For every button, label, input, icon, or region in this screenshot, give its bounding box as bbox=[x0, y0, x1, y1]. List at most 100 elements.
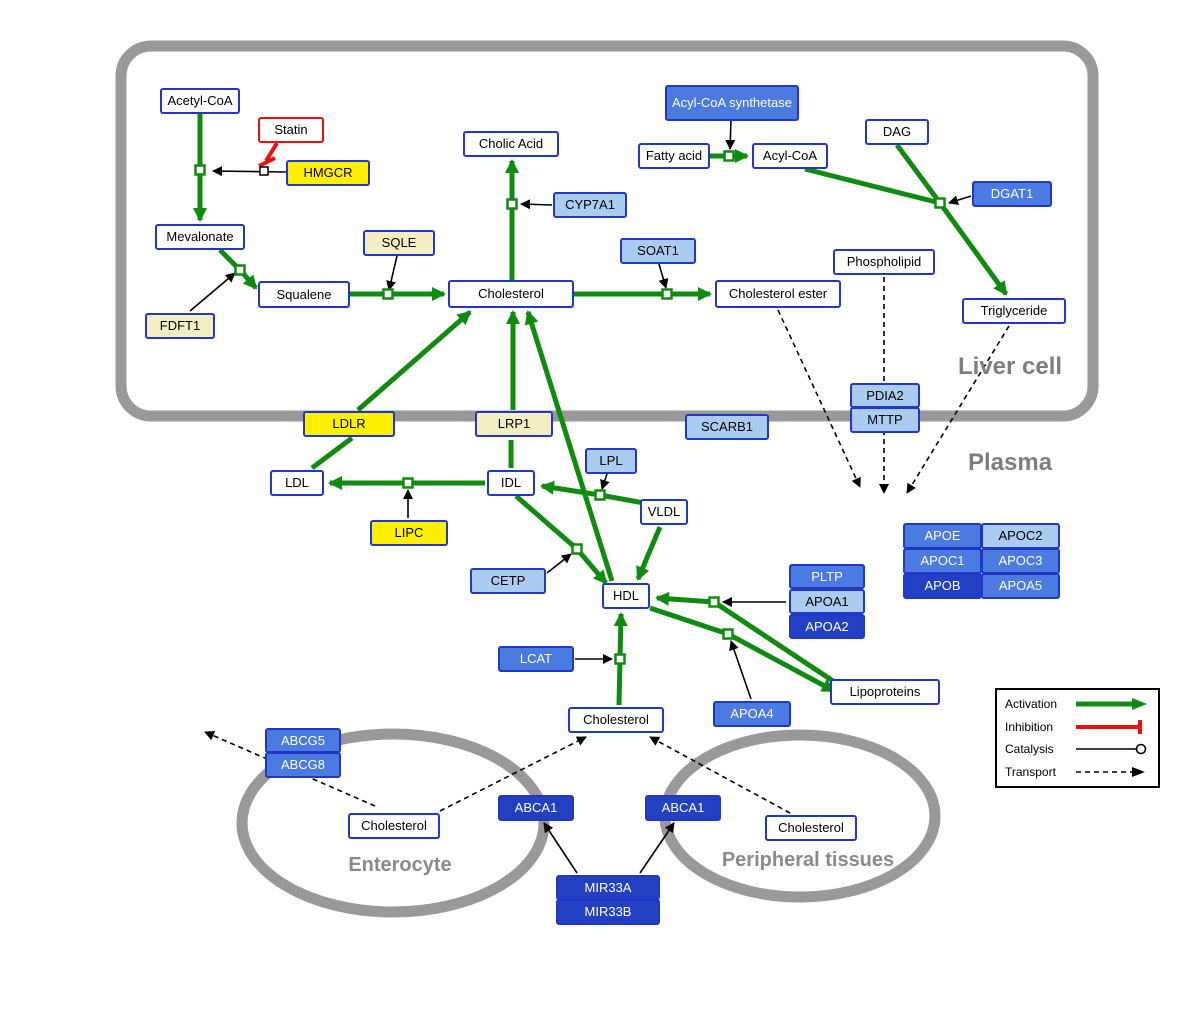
node-apoc1[interactable]: APOC1 bbox=[903, 548, 982, 574]
node-ldlr[interactable]: LDLR bbox=[303, 411, 395, 437]
edge-cholesterolester-secretion bbox=[777, 309, 861, 488]
node-apoc2[interactable]: APOC2 bbox=[981, 523, 1060, 549]
node-mir33b[interactable]: MIR33B bbox=[556, 899, 660, 925]
activation-arrow-icon bbox=[1076, 698, 1147, 711]
node-pltp[interactable]: PLTP bbox=[789, 564, 865, 589]
reaction-nodes bbox=[194, 150, 946, 665]
node-dgat1[interactable]: DGAT1 bbox=[972, 181, 1052, 207]
membranes bbox=[115, 40, 1099, 918]
legend-activation-label: Activation bbox=[1005, 697, 1058, 712]
edge-fdft1-catalysis bbox=[189, 272, 236, 312]
node-idl[interactable]: IDL bbox=[487, 470, 535, 496]
node-lpl[interactable]: LPL bbox=[585, 448, 637, 474]
reaction-node bbox=[722, 628, 734, 640]
node-apob[interactable]: APOB bbox=[903, 573, 982, 599]
legend-row-activation: Activation bbox=[1005, 694, 1150, 714]
node-statin[interactable]: Statin bbox=[258, 117, 324, 143]
node-apoa1[interactable]: APOA1 bbox=[789, 589, 865, 614]
legend-transport-label: Transport bbox=[1005, 764, 1056, 779]
node-lrp1[interactable]: LRP1 bbox=[475, 411, 553, 437]
node-cholesterol-plasma[interactable]: Cholesterol bbox=[568, 707, 664, 733]
node-lcat[interactable]: LCAT bbox=[498, 646, 574, 672]
node-vldl[interactable]: VLDL bbox=[640, 499, 688, 525]
edge-acylcoasynthetase-catalysis bbox=[725, 119, 736, 150]
node-acyl-coa[interactable]: Acyl-CoA bbox=[752, 143, 828, 169]
edge-statin-inhibition bbox=[264, 141, 279, 163]
reaction-node bbox=[614, 653, 626, 665]
liver-cell-label: Liver cell bbox=[958, 353, 1063, 380]
node-pdia2[interactable]: PDIA2 bbox=[850, 383, 920, 408]
node-cholesterol-ester[interactable]: Cholesterol ester bbox=[715, 280, 841, 308]
inhibition-edges bbox=[258, 141, 279, 168]
edge-lpl-catalysis bbox=[600, 473, 610, 490]
node-phospholipid[interactable]: Phospholipid bbox=[833, 249, 935, 275]
edge-mir33-abca1-left bbox=[543, 822, 578, 874]
legend-catalysis-label: Catalysis bbox=[1005, 742, 1054, 757]
legend-row-transport: Transport bbox=[1005, 762, 1150, 782]
catalysis-circle-icon bbox=[1076, 743, 1147, 755]
edge-vldl-idl bbox=[540, 480, 645, 506]
edge-apoa4-catalysis bbox=[729, 640, 752, 700]
node-cyp7a1[interactable]: CYP7A1 bbox=[553, 192, 627, 218]
node-abcg8[interactable]: ABCG8 bbox=[265, 752, 341, 778]
statin-inhibition-tbar bbox=[258, 156, 276, 168]
reaction-node bbox=[506, 198, 518, 210]
node-soat1[interactable]: SOAT1 bbox=[620, 238, 696, 264]
node-acetyl-coa[interactable]: Acetyl-CoA bbox=[160, 88, 240, 114]
node-abca1-left[interactable]: ABCA1 bbox=[498, 795, 574, 821]
node-cholesterol-liver[interactable]: Cholesterol bbox=[448, 280, 574, 308]
node-apoc3[interactable]: APOC3 bbox=[981, 548, 1060, 574]
node-acyl-coa-synthetase[interactable]: Acyl-CoA synthetase bbox=[665, 85, 799, 121]
node-fatty-acid[interactable]: Fatty acid bbox=[638, 143, 710, 169]
node-cholesterol-peripheral[interactable]: Cholesterol bbox=[765, 815, 857, 841]
edge-ldlr-cholesterol bbox=[356, 310, 472, 412]
node-apoe[interactable]: APOE bbox=[903, 523, 982, 549]
node-lipoproteins[interactable]: Lipoproteins bbox=[830, 679, 940, 705]
reaction-node bbox=[934, 197, 946, 209]
edge-hmgcr-catalysis bbox=[212, 166, 287, 177]
node-apoa4[interactable]: APOA4 bbox=[713, 701, 791, 727]
edge-soat1-catalysis bbox=[658, 263, 669, 289]
edge-dag-junction bbox=[894, 143, 943, 205]
liver-cell-membrane bbox=[115, 40, 1099, 422]
node-fdft1[interactable]: FDFT1 bbox=[145, 313, 215, 339]
edge-junction-triglyceride bbox=[937, 201, 1009, 296]
edge-cetp-catalysis bbox=[546, 553, 572, 574]
node-triglyceride[interactable]: Triglyceride bbox=[962, 298, 1066, 324]
peripheral-tissues-label: Peripheral tissues bbox=[721, 849, 895, 871]
legend: Activation Inhibition Catalysis Transpor… bbox=[995, 688, 1160, 788]
edge-mir33-abca1-right bbox=[639, 822, 675, 874]
edge-ldl-ldlr bbox=[310, 436, 354, 470]
enterocyte-label: Enterocyte bbox=[348, 854, 452, 876]
node-hmgcr[interactable]: HMGCR bbox=[286, 160, 370, 186]
node-cholic-acid[interactable]: Cholic Acid bbox=[463, 131, 559, 157]
node-mttp[interactable]: MTTP bbox=[850, 407, 920, 433]
node-cetp[interactable]: CETP bbox=[470, 568, 546, 594]
node-cholesterol-enterocyte[interactable]: Cholesterol bbox=[348, 813, 440, 839]
reaction-node bbox=[708, 596, 720, 608]
node-abcg5[interactable]: ABCG5 bbox=[265, 728, 341, 753]
plasma-label: Plasma bbox=[968, 449, 1053, 476]
reaction-node bbox=[723, 150, 735, 162]
node-dag[interactable]: DAG bbox=[865, 119, 929, 145]
node-mir33a[interactable]: MIR33A bbox=[556, 875, 660, 900]
node-mevalonate[interactable]: Mevalonate bbox=[155, 224, 245, 250]
reaction-node bbox=[402, 477, 414, 489]
node-lipc[interactable]: LIPC bbox=[370, 520, 448, 546]
node-abca1-right[interactable]: ABCA1 bbox=[645, 795, 721, 821]
edge-triglyceride-secretion bbox=[906, 325, 1010, 494]
reaction-node bbox=[594, 489, 606, 501]
node-hdl[interactable]: HDL bbox=[602, 583, 650, 609]
reaction-node bbox=[661, 288, 673, 300]
node-ldl[interactable]: LDL bbox=[270, 470, 324, 496]
node-apoa5[interactable]: APOA5 bbox=[981, 573, 1060, 599]
node-scarb1[interactable]: SCARB1 bbox=[685, 414, 769, 440]
node-sqle[interactable]: SQLE bbox=[363, 230, 435, 256]
node-apoa2[interactable]: APOA2 bbox=[789, 614, 865, 639]
reaction-node bbox=[571, 543, 583, 555]
node-squalene[interactable]: Squalene bbox=[258, 281, 350, 308]
catalysis-edges bbox=[189, 119, 972, 874]
inhibition-tbar-icon bbox=[1076, 719, 1142, 734]
edge-vldl-hdl bbox=[635, 526, 663, 581]
